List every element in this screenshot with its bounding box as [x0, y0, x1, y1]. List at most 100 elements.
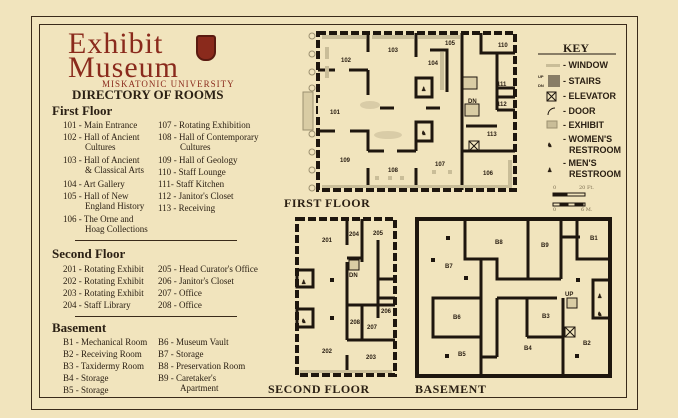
logo-museum: Museum: [68, 51, 179, 84]
divider: [75, 316, 237, 317]
window-icon: [546, 64, 560, 67]
portico-columns: [308, 32, 316, 192]
first-floor-plan: DN ♟ ♞ 101 102 103 104 105 106 107 108 1…: [302, 31, 517, 192]
directory-title: DIRECTORY OF ROOMS: [72, 87, 224, 102]
room-112: 112 - Janitor's Closet: [158, 191, 234, 201]
room-label: B1: [590, 236, 598, 242]
room-206: 206 - Janitor's Closet: [158, 276, 234, 286]
room-204: 204 - Staff Library: [63, 300, 131, 310]
room-label: 111: [497, 82, 507, 88]
scale-bar: [552, 192, 586, 207]
scale-ft-value: 20 Ft.: [579, 185, 595, 191]
stairs-icon: [548, 75, 560, 87]
outer-frame: [31, 16, 638, 410]
room-107: 107 - Rotating Exhibition: [158, 120, 251, 130]
room-203: 203 - Rotating Exhibit: [63, 288, 144, 298]
exhibits: [322, 35, 512, 188]
room-label: 102: [341, 58, 352, 64]
room-111: 111- Staff Kitchen: [158, 179, 225, 189]
womens-restroom-icon: ♞: [301, 318, 306, 325]
stairs-icon: [566, 297, 578, 309]
basement-title: BASEMENT: [415, 382, 487, 396]
basement-heading: Basement: [52, 320, 107, 335]
room-label: 206: [381, 309, 392, 315]
room-109: 109 - Hall of Geology: [158, 155, 238, 165]
divider: [75, 240, 237, 241]
room-label: 106: [483, 171, 494, 177]
room-b8: B8 - Preservation Room: [158, 361, 246, 371]
logo-subtitle: MISKATONIC UNIVERSITY: [102, 79, 235, 89]
room-label: B6: [453, 315, 461, 321]
room-label: 204: [349, 232, 360, 238]
scale-m-zero: 0: [553, 207, 557, 213]
room-label: 112: [497, 102, 507, 108]
elevator-icon: [468, 140, 480, 152]
exhibit-icon: [546, 120, 558, 129]
second-floor-title: SECOND FLOOR: [268, 382, 370, 396]
key-stairs-dn: DN: [538, 83, 544, 88]
key-elevator: - ELEVATOR: [563, 91, 617, 101]
room-label: 103: [388, 48, 399, 54]
room-b2: B2 - Receiving Room: [63, 349, 142, 359]
svg-text:DN: DN: [349, 273, 358, 279]
scale-m-value: 6 M.: [581, 207, 593, 213]
mens-restroom-icon: ♟: [597, 293, 602, 300]
room-202: 202 - Rotating Exhibit: [63, 276, 144, 286]
key-title: KEY: [563, 41, 590, 55]
first-floor-heading: First Floor: [52, 103, 113, 118]
elevator-icon: [546, 91, 557, 102]
room-b6: B6 - Museum Vault: [158, 337, 229, 347]
room-label: 107: [435, 162, 446, 168]
room-label: 202: [322, 349, 333, 355]
room-b7: B7 - Storage: [158, 349, 204, 359]
room-label: 108: [388, 168, 399, 174]
room-205: 205 - Head Curator's Office: [158, 264, 258, 274]
room-label: B3: [542, 314, 550, 320]
stairs-icon: [348, 259, 360, 271]
key-stairs-up: UP: [538, 74, 544, 79]
room-label: 101: [330, 110, 341, 116]
room-label: 104: [428, 61, 439, 67]
room-label: 105: [445, 41, 456, 47]
room-label: 208: [350, 320, 361, 326]
inner-frame: [39, 24, 627, 398]
room-208: 208 - Office: [158, 300, 202, 310]
room-103: 103 - Hall of Ancient& Classical Arts: [63, 155, 144, 175]
room-label: B9: [541, 243, 549, 249]
key-exhibit: - EXHIBIT: [563, 120, 605, 130]
first-floor-title: FIRST FLOOR: [284, 196, 371, 210]
scale-ft-zero: 0: [553, 185, 557, 191]
key-window: - WINDOW: [563, 60, 608, 70]
room-label: 203: [366, 355, 377, 361]
room-label: B4: [524, 346, 532, 352]
room-label: 109: [340, 158, 351, 164]
entrance-steps: [302, 91, 314, 131]
mens-restroom-icon: ♟: [421, 86, 426, 93]
key-door: - DOOR: [563, 106, 596, 116]
stairs-icon: [464, 103, 480, 117]
room-104: 104 - Art Gallery: [63, 179, 125, 189]
room-label: B5: [458, 352, 466, 358]
room-113: 113 - Receiving: [158, 203, 216, 213]
room-label: 201: [322, 238, 333, 244]
room-label: 207: [367, 325, 378, 331]
womens-restroom-icon: ♞: [421, 130, 426, 137]
room-label: 110: [498, 43, 508, 49]
room-201: 201 - Rotating Exhibit: [63, 264, 144, 274]
second-floor-heading: Second Floor: [52, 246, 126, 261]
room-207: 207 - Office: [158, 288, 202, 298]
room-101: 101 - Main Entrance: [63, 120, 138, 130]
womens-restroom-icon: ♞: [547, 142, 552, 149]
room-label: 113: [487, 132, 497, 138]
basement-plan: UP ♟ ♞ B1 B2 B3 B4 B5 B6 B7 B8 B9: [415, 217, 612, 378]
logo-exhibit: Exhibit: [68, 27, 164, 60]
room-label: B7: [445, 264, 453, 270]
